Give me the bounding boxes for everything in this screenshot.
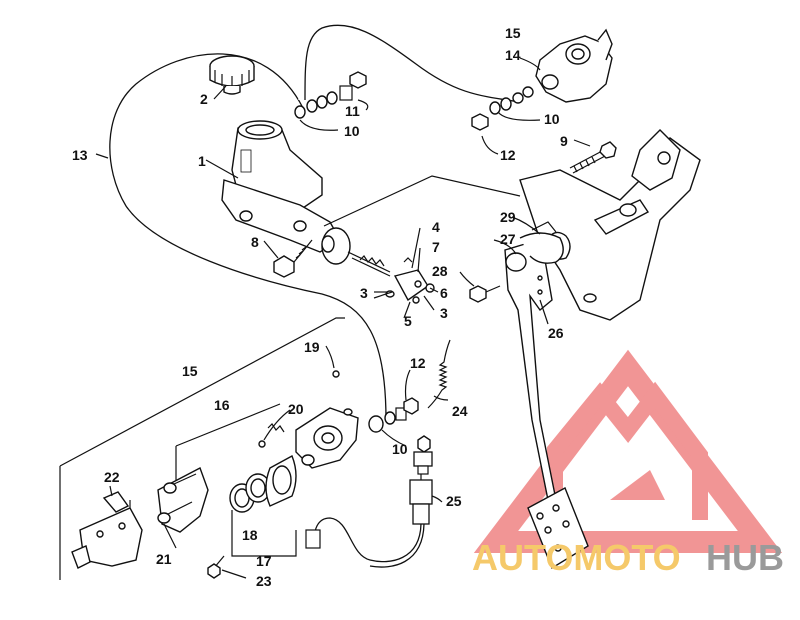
callout-29: 29	[500, 209, 516, 225]
callout-labels: 2 1 8 11 10 15 14 10 9 12 13 29 27 4 7 2…	[72, 25, 568, 589]
callout-20: 20	[288, 401, 304, 417]
bolt-9	[569, 141, 617, 174]
callout-28: 28	[432, 263, 448, 279]
callout-16: 16	[214, 397, 230, 413]
callout-10-right: 10	[544, 111, 560, 127]
watermark-logo	[473, 349, 783, 553]
callout-22: 22	[104, 469, 120, 485]
callout-15-top: 15	[505, 25, 521, 41]
callout-10-top: 10	[344, 123, 360, 139]
callout-2: 2	[200, 91, 208, 107]
reservoir-cap	[209, 55, 255, 95]
banjo-fittings-top	[294, 71, 367, 119]
callout-18: 18	[242, 527, 258, 543]
callout-24: 24	[452, 403, 468, 419]
callout-6: 6	[440, 285, 448, 301]
callout-7: 7	[432, 239, 440, 255]
callout-11: 11	[345, 103, 360, 119]
pad-bracket-21	[157, 467, 209, 533]
callout-21: 21	[156, 551, 172, 567]
callout-13: 13	[72, 147, 88, 163]
piston-seals-18	[229, 455, 297, 513]
watermark-word-right: HUB	[706, 537, 784, 578]
bolt-23	[207, 555, 225, 579]
callout-27: 27	[500, 231, 516, 247]
callout-15-lower: 15	[182, 363, 198, 379]
bolt-8	[273, 239, 313, 278]
callout-25: 25	[446, 493, 462, 509]
lower-group-lines	[59, 317, 345, 580]
switch-25	[305, 435, 433, 568]
callout-12-lower: 12	[410, 355, 426, 371]
callout-4: 4	[432, 219, 440, 235]
callout-14: 14	[505, 47, 521, 63]
pedal-bracket	[519, 129, 701, 321]
watermark-text: AUTOMOTO HUB	[472, 537, 784, 578]
callout-17: 17	[256, 553, 272, 569]
callout-1: 1	[198, 153, 206, 169]
leader-box-line	[323, 175, 521, 227]
callout-19: 19	[304, 339, 320, 355]
callout-9: 9	[560, 133, 568, 149]
slave-cylinder-top	[512, 28, 613, 104]
nut-28	[469, 285, 501, 303]
spring-27	[519, 221, 564, 264]
hose-13	[100, 47, 387, 421]
master-cylinder	[221, 120, 391, 277]
callout-3b: 3	[440, 305, 448, 321]
leader-lines	[95, 57, 591, 579]
banjo-lower	[368, 397, 419, 433]
callout-26: 26	[548, 325, 564, 341]
spring-24	[427, 339, 451, 409]
banjo-fittings-right	[471, 97, 512, 131]
hose-14	[298, 17, 521, 103]
callout-3a: 3	[360, 285, 368, 301]
callout-10-lower: 10	[392, 441, 408, 457]
caliper-16	[258, 370, 359, 469]
brake-pad-22	[71, 491, 143, 569]
clutch-pedal	[504, 243, 589, 570]
callout-5: 5	[404, 313, 412, 329]
callout-8: 8	[251, 234, 259, 250]
callout-23: 23	[256, 573, 272, 589]
callout-12-top: 12	[500, 147, 516, 163]
watermark-word-left: AUTOMOTO	[472, 537, 681, 578]
